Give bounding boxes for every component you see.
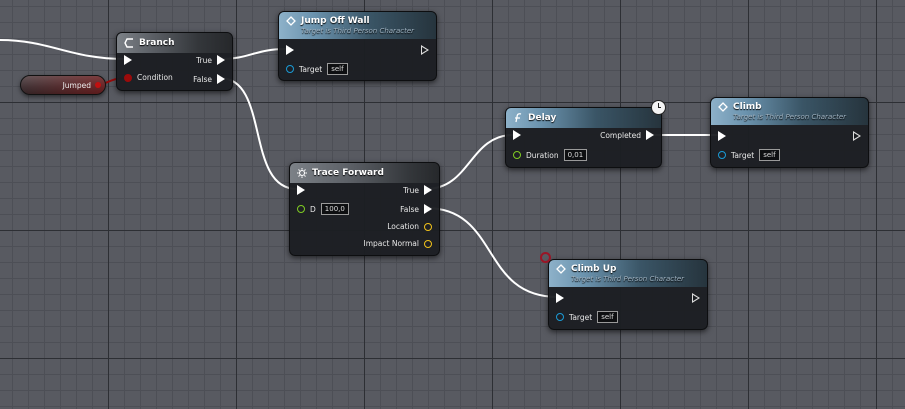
- exec-in-pin-icon[interactable]: [286, 45, 294, 55]
- function-f-icon: [515, 113, 522, 123]
- exec-in-pin-icon[interactable]: [556, 293, 564, 303]
- exec-in-pin-icon[interactable]: [124, 55, 132, 65]
- trace-forward-node[interactable]: Trace Forward True D 100,0 False Locatio…: [289, 162, 440, 256]
- climb-title: Climb: [733, 102, 762, 112]
- distance-value-box[interactable]: 100,0: [320, 203, 349, 215]
- exec-completed-pin-icon[interactable]: [646, 130, 654, 140]
- function-call-icon: [718, 102, 728, 112]
- target-value-box[interactable]: self: [759, 149, 780, 161]
- breakpoint-icon[interactable]: [540, 252, 551, 263]
- branch-header: Branch: [117, 33, 232, 53]
- climb-up-exec-out[interactable]: [692, 293, 700, 303]
- trace-forward-title: Trace Forward: [312, 168, 384, 178]
- vector-location-pin-icon[interactable]: [424, 222, 432, 231]
- delay-node[interactable]: Delay Completed Duration 0,01: [505, 107, 662, 168]
- function-call-icon: [286, 16, 296, 26]
- exec-in-pin-icon[interactable]: [718, 131, 726, 141]
- branch-true-pin[interactable]: True: [191, 55, 225, 65]
- exec-wire-false-climbup: [425, 207, 559, 298]
- bool-pin-dot-icon[interactable]: [95, 82, 101, 88]
- exec-true-pin-icon[interactable]: [424, 185, 432, 195]
- target-value-box[interactable]: self: [597, 311, 618, 323]
- delay-header: Delay: [506, 108, 661, 128]
- climb-up-subtitle: Target is Third Person Character: [571, 275, 685, 283]
- exec-in-pin-icon[interactable]: [513, 130, 521, 140]
- trace-forward-true-pin[interactable]: True: [398, 185, 432, 195]
- exec-true-pin-icon[interactable]: [217, 55, 225, 65]
- jump-off-wall-exec-out[interactable]: [421, 45, 429, 55]
- float-pin-icon[interactable]: [297, 205, 305, 213]
- delay-completed-pin[interactable]: Completed: [595, 130, 654, 140]
- exec-wire-incoming: [0, 39, 126, 60]
- object-target-pin-icon[interactable]: [556, 313, 564, 321]
- branch-icon: [124, 38, 133, 48]
- climb-exec-in[interactable]: [718, 131, 726, 141]
- climb-header: Climb Target is Third Person Character: [711, 98, 868, 125]
- climb-up-target-pin[interactable]: Target self: [556, 311, 618, 323]
- object-target-pin-icon[interactable]: [286, 65, 294, 73]
- trace-forward-location-pin[interactable]: Location: [382, 222, 432, 231]
- object-target-pin-icon[interactable]: [718, 151, 726, 159]
- climb-up-exec-in[interactable]: [556, 293, 564, 303]
- climb-up-title: Climb Up: [571, 264, 617, 274]
- jump-off-wall-subtitle: Target is Third Person Character: [301, 27, 415, 35]
- delay-duration-pin[interactable]: Duration 0,01: [513, 149, 588, 161]
- jumped-label: Jumped: [62, 80, 91, 90]
- climb-up-node[interactable]: Climb Up Target is Third Person Characte…: [548, 259, 708, 330]
- exec-false-pin-icon[interactable]: [217, 74, 225, 84]
- target-value-box[interactable]: self: [327, 63, 348, 75]
- trace-forward-impact-normal-pin[interactable]: Impact Normal: [359, 239, 432, 248]
- exec-out-pin-icon[interactable]: [421, 45, 429, 55]
- trace-forward-header: Trace Forward: [290, 163, 439, 183]
- trace-forward-exec-in[interactable]: [297, 185, 305, 195]
- jump-off-wall-header: Jump Off Wall Target is Third Person Cha…: [279, 12, 436, 39]
- trace-forward-distance-pin[interactable]: D 100,0: [297, 203, 349, 215]
- delay-title: Delay: [528, 113, 557, 123]
- exec-in-pin-icon[interactable]: [297, 185, 305, 195]
- jump-off-wall-node[interactable]: Jump Off Wall Target is Third Person Cha…: [278, 11, 437, 81]
- jump-off-wall-title: Jump Off Wall: [301, 16, 370, 26]
- climb-node[interactable]: Climb Target is Third Person Character T…: [710, 97, 869, 168]
- exec-wire-false-trace: [219, 77, 298, 190]
- jump-off-wall-exec-in[interactable]: [286, 45, 294, 55]
- macro-gear-icon: [297, 168, 307, 178]
- climb-exec-out[interactable]: [853, 131, 861, 141]
- exec-false-pin-icon[interactable]: [424, 204, 432, 214]
- delay-exec-in[interactable]: [513, 130, 521, 140]
- duration-value-box[interactable]: 0,01: [563, 149, 588, 161]
- climb-up-header: Climb Up Target is Third Person Characte…: [549, 260, 707, 287]
- jump-off-wall-target-pin[interactable]: Target self: [286, 63, 348, 75]
- latent-clock-icon: [651, 100, 666, 115]
- jumped-variable-node[interactable]: Jumped: [20, 75, 106, 95]
- climb-subtitle: Target is Third Person Character: [733, 113, 847, 121]
- exec-out-pin-icon[interactable]: [692, 293, 700, 303]
- branch-condition-pin[interactable]: Condition: [124, 73, 178, 82]
- trace-forward-false-pin[interactable]: False: [395, 204, 432, 214]
- float-pin-icon[interactable]: [513, 151, 521, 159]
- branch-title: Branch: [139, 38, 175, 48]
- branch-false-pin[interactable]: False: [188, 74, 225, 84]
- exec-out-pin-icon[interactable]: [853, 131, 861, 141]
- climb-target-pin[interactable]: Target self: [718, 149, 780, 161]
- function-call-icon: [556, 264, 566, 274]
- branch-node[interactable]: Branch True Condition False: [116, 32, 233, 91]
- vector-impact-normal-pin-icon[interactable]: [424, 239, 432, 248]
- bool-condition-pin-icon[interactable]: [124, 73, 132, 82]
- branch-exec-in[interactable]: [124, 55, 132, 65]
